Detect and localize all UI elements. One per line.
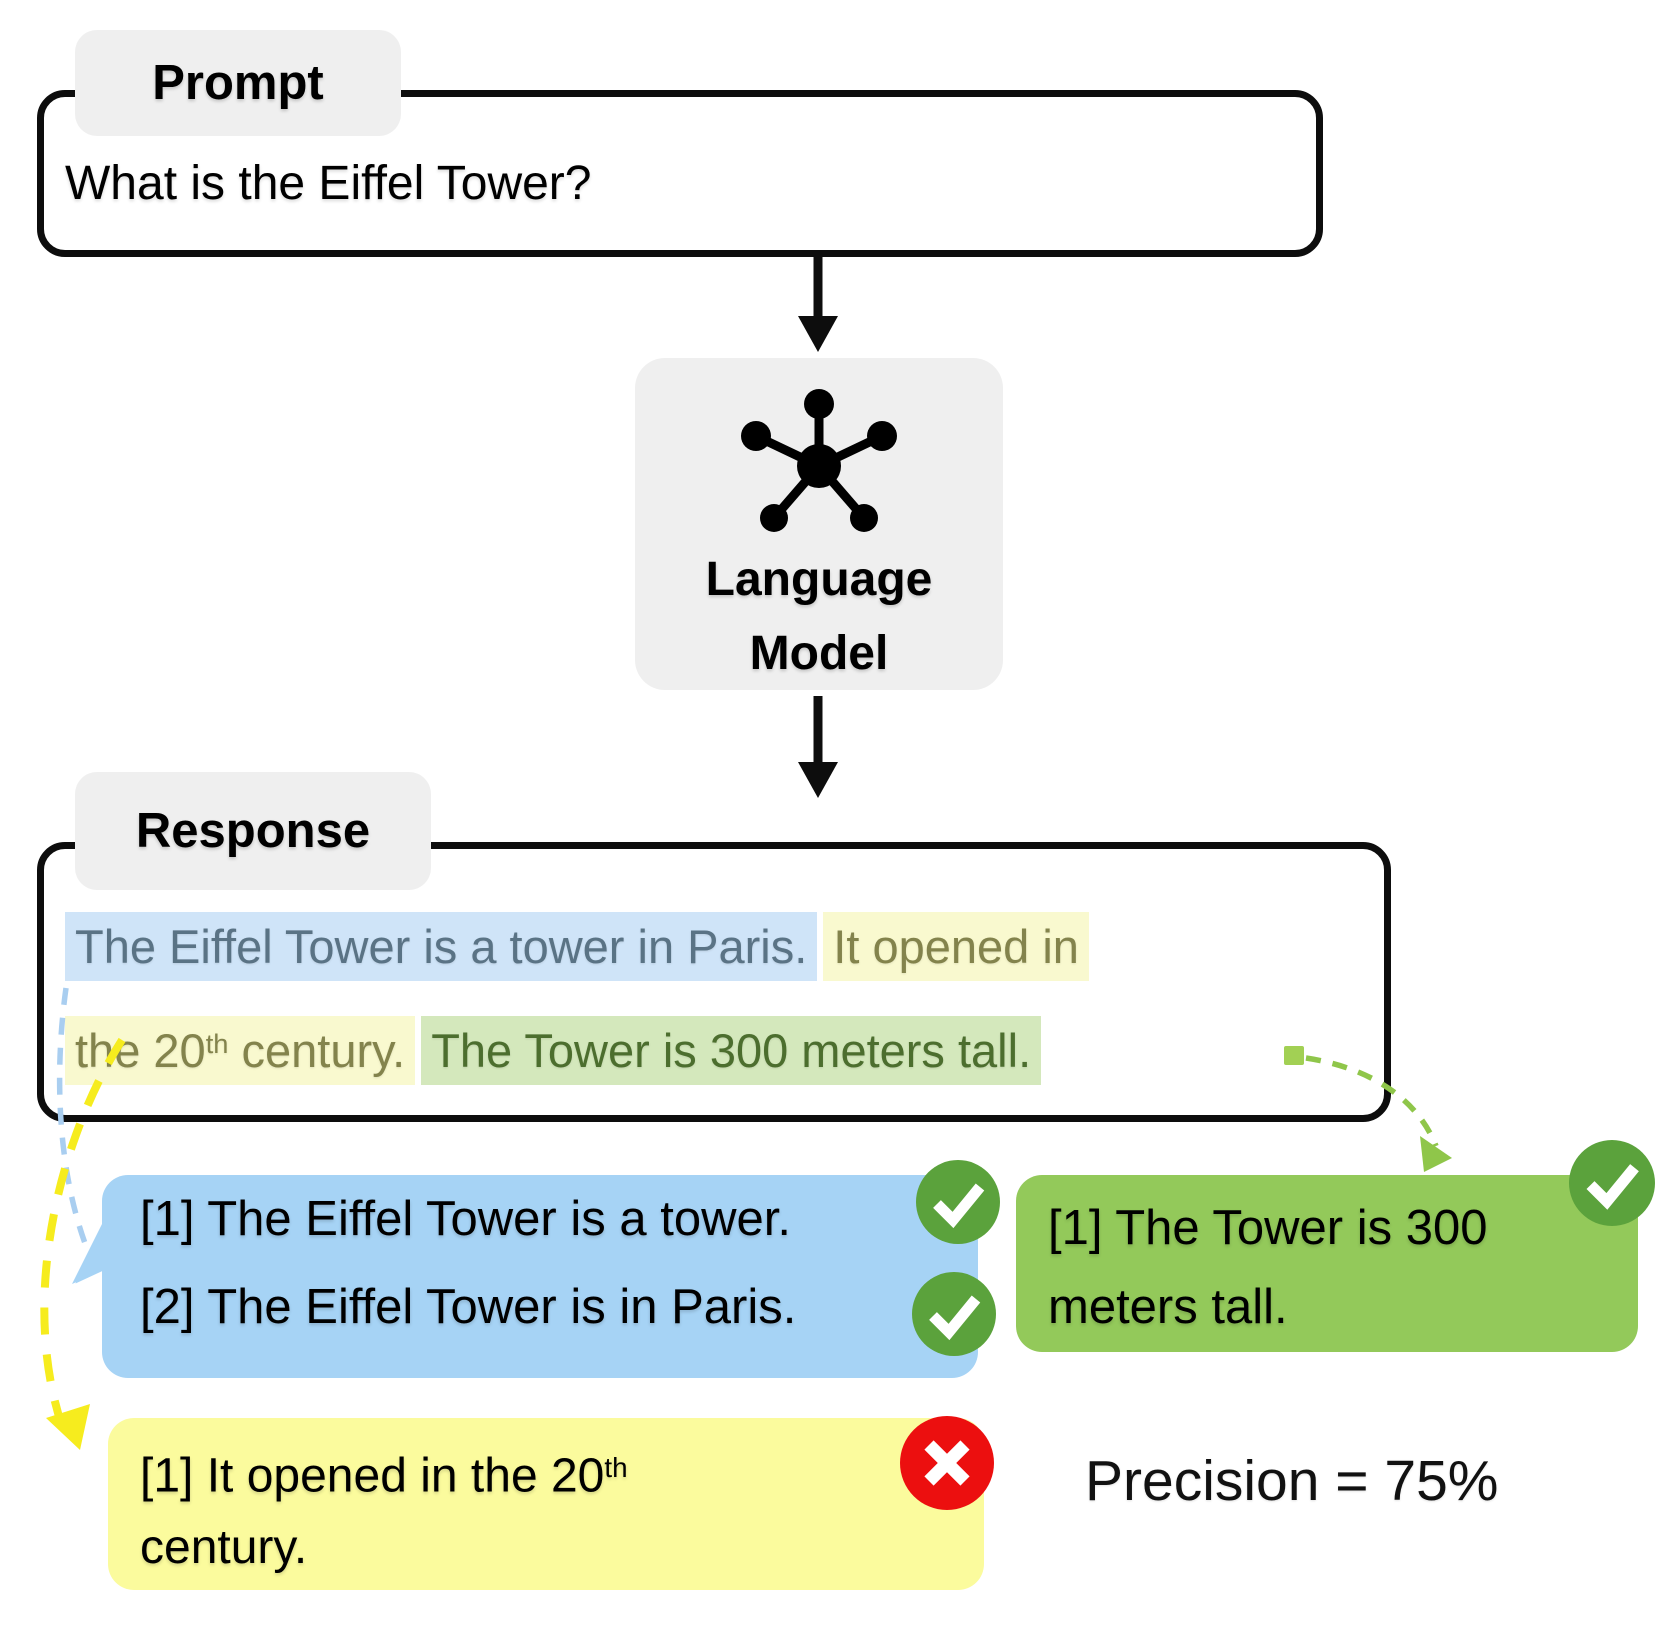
connector-blue-dashed: [56, 987, 89, 1247]
yellow-claim-sup: th: [604, 1452, 628, 1483]
prompt-label: Prompt: [75, 30, 401, 136]
yellow-claim-line1: [1] It opened in the 20th: [108, 1418, 984, 1512]
arrow-down-icon: [798, 696, 838, 798]
prompt-question: What is the Eiffel Tower?: [65, 157, 592, 210]
green-claim-line2: meters tall.: [1048, 1280, 1288, 1334]
prompt-label-text: Prompt: [152, 56, 324, 110]
yellow-part2-post: century.: [228, 1024, 406, 1077]
claims-bubble-blue: [1] The Eiffel Tower is a tower. [2] The…: [75, 1175, 978, 1378]
language-model-name-line1: Language: [705, 553, 933, 606]
check-icon: [912, 1272, 996, 1361]
x-icon: [900, 1416, 994, 1515]
connector-green-dashed: [1305, 1055, 1439, 1148]
response-sentence-blue: The Eiffel Tower is a tower in Paris.: [65, 912, 818, 981]
check-icon: [916, 1160, 1000, 1249]
yellow-arrowhead-icon: [46, 1404, 90, 1450]
claims-bubble-yellow: [1] It opened in the 20th century.: [108, 1418, 984, 1590]
precision-metric: Precision = 75%: [1085, 1449, 1499, 1513]
blue-claim-1: [1] The Eiffel Tower is a tower.: [140, 1192, 791, 1246]
arrow-down-icon: [798, 250, 838, 352]
yellow-claim-pre: [1] It opened in the 20: [140, 1449, 605, 1503]
response-label-text: Response: [135, 804, 371, 858]
check-icon: [1569, 1140, 1655, 1231]
green-claim-line1: [1] The Tower is 300: [1048, 1201, 1488, 1255]
blue-claim-2: [2] The Eiffel Tower is in Paris.: [140, 1280, 797, 1334]
green-arrowhead-icon: [1420, 1136, 1452, 1172]
connector-yellow-dashed: [40, 1037, 126, 1428]
yellow-part2-pre: the 20: [75, 1024, 206, 1077]
response-line-1: The Eiffel Tower is a tower in Paris.It …: [65, 912, 1095, 981]
response-label: Response: [75, 772, 431, 890]
response-sentence-yellow-part2: the 20th century.: [65, 1016, 416, 1085]
hub-network-icon: [741, 389, 897, 532]
claims-bubble-green: [1] The Tower is 300 meters tall.: [1016, 1175, 1638, 1352]
yellow-claim-line2: century.: [140, 1521, 308, 1575]
language-model-name-line2: Model: [749, 627, 889, 680]
yellow-part2-sup: th: [205, 1027, 229, 1059]
response-sentence-green: The Tower is 300 meters tall.: [421, 1016, 1042, 1085]
response-line-2: the 20th century.The Tower is 300 meters…: [65, 1016, 1047, 1085]
language-model-node: Language Model: [635, 358, 1003, 690]
green-connector-start: [1284, 1046, 1304, 1065]
response-sentence-yellow-part1: It opened in: [823, 912, 1089, 981]
